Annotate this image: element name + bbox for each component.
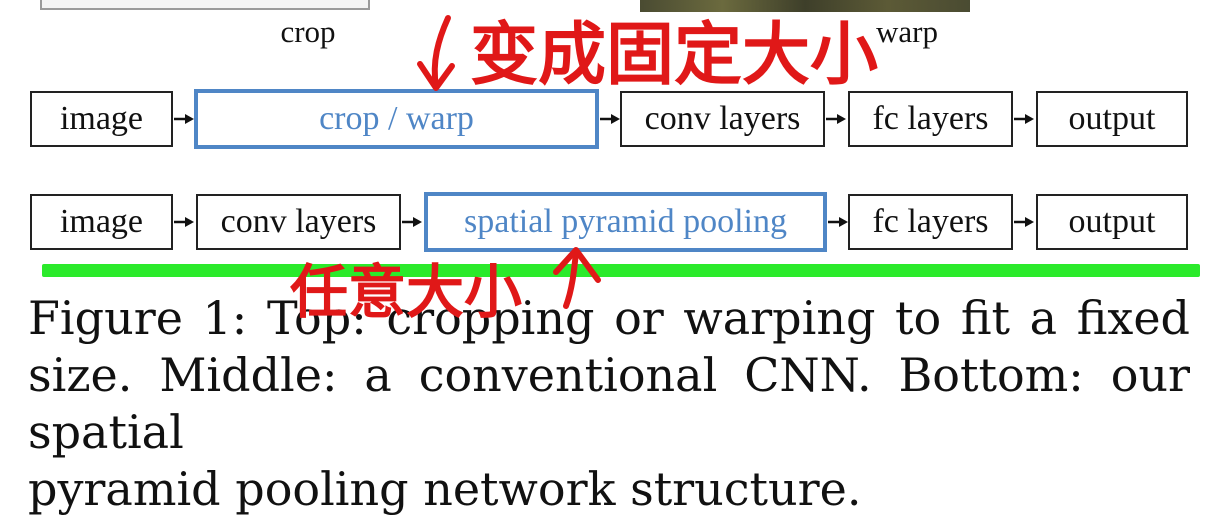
handwritten-down-arrow-icon [417, 15, 455, 91]
arrow-right-icon [401, 215, 423, 229]
arrow-right-icon [825, 112, 847, 126]
arrow-right-icon [1013, 112, 1035, 126]
arrow-right-icon [173, 112, 195, 126]
figure-caption: Figure 1: Top: cropping or warping to fi… [28, 290, 1190, 518]
row2-image-box: image [30, 194, 173, 250]
row1-output-box: output [1036, 91, 1188, 147]
handwritten-top-note: 变成固定大小 [470, 16, 878, 95]
caption-line-2: size. Middle: a conventional CNN. Bottom… [28, 348, 1190, 459]
crop-caption: crop [280, 14, 336, 49]
row2-output-box: output [1036, 194, 1188, 250]
arrow-right-icon [599, 112, 621, 126]
arrow-right-icon [1013, 215, 1035, 229]
green-highlight-line [42, 264, 1200, 277]
arrow-right-icon [827, 215, 849, 229]
caption-line-3: pyramid pooling network structure. [28, 462, 862, 516]
row2-conv-layers-box: conv layers [196, 194, 401, 250]
arrow-right-icon [173, 215, 195, 229]
row2-fc-layers-box: fc layers [848, 194, 1013, 250]
row2-spp-box: spatial pyramid pooling [424, 192, 827, 252]
row1-image-box: image [30, 91, 173, 147]
row1-crop-warp-box: crop / warp [194, 89, 599, 149]
crop-thumbnail [40, 0, 370, 10]
row1-fc-layers-box: fc layers [848, 91, 1013, 147]
caption-line-1: Figure 1: Top: cropping or warping to fi… [28, 291, 1190, 345]
warp-thumbnail [640, 0, 970, 12]
warp-caption: warp [876, 14, 938, 49]
row1-conv-layers-box: conv layers [620, 91, 825, 147]
